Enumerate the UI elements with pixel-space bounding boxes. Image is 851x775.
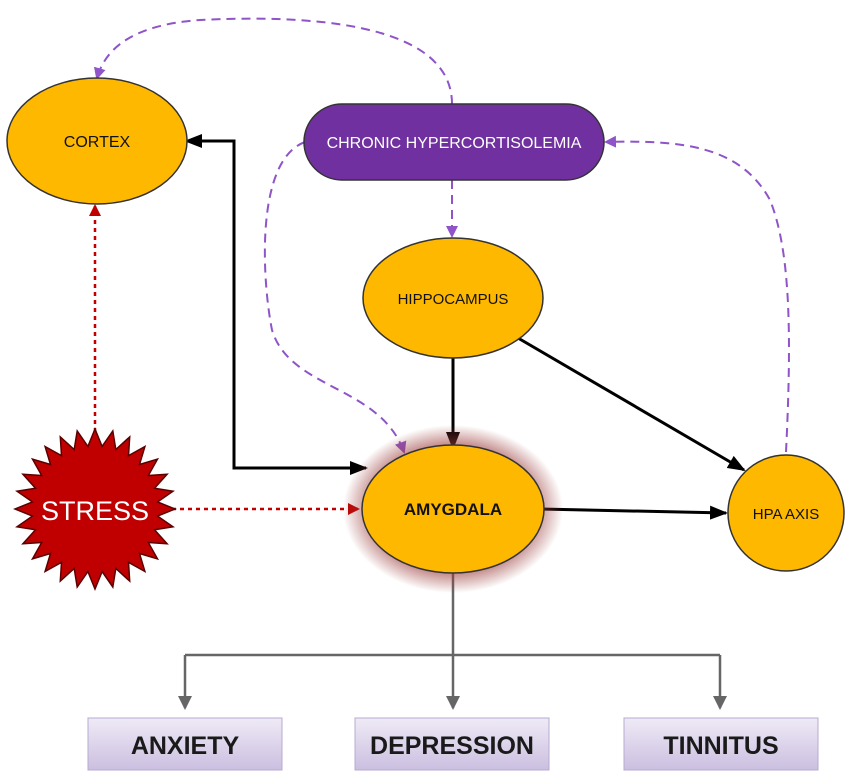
node-chronic-hypercortisolemia: CHRONIC HYPERCORTISOLEMIA [303,103,605,181]
outcome-depression: DEPRESSION [354,717,550,771]
node-hpa-axis: HPA AXIS [727,454,845,572]
node-amygdala: AMYGDALA [343,425,563,593]
hippocampus-label: HIPPOCAMPUS [398,291,509,308]
node-cortex: CORTEX [6,77,188,205]
node-hippocampus: HIPPOCAMPUS [362,237,544,359]
edge-chronic-to-amygdala [263,141,407,454]
stress-label: STRESS [41,496,149,526]
anxiety-label: ANXIETY [131,732,240,760]
edge-hpa-to-chronic [604,135,790,453]
edge-hippocampus-to-hpa [517,336,746,472]
amygdala-label: AMYGDALA [404,500,502,519]
tinnitus-label: TINNITUS [663,732,778,760]
chronic-label: CHRONIC HYPERCORTISOLEMIA [327,135,582,152]
edge-chronic-to-cortex [93,17,453,105]
stress-starburst [13,427,177,591]
hpa-label: HPA AXIS [753,506,819,523]
edge-amygdala-to-hpa [539,505,728,520]
depression-label: DEPRESSION [370,732,534,760]
outcome-tinnitus: TINNITUS [623,717,819,771]
node-stress: STRESS [13,427,177,591]
edge-amygdala-to-cortex [184,134,366,470]
cortex-label: CORTEX [64,134,131,151]
outcome-anxiety: ANXIETY [87,717,283,771]
